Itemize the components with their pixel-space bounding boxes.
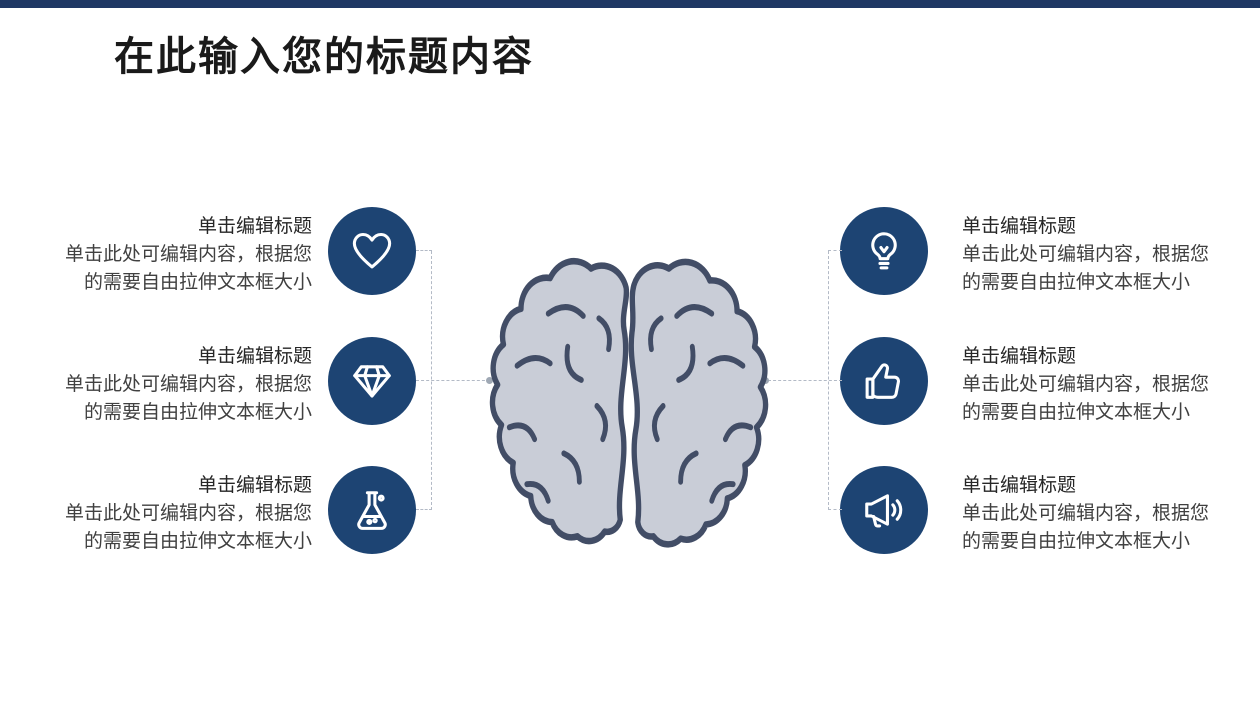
accent-topbar	[0, 0, 1260, 8]
item-title: 单击编辑标题	[962, 475, 1077, 496]
item-body: 单击此处可编辑内容，根据您的需要自由拉伸文本框大小	[962, 374, 1210, 423]
item-body: 单击此处可编辑内容，根据您的需要自由拉伸文本框大小	[64, 244, 312, 293]
info-item-left-3: 单击编辑标题 单击此处可编辑内容，根据您的需要自由拉伸文本框大小	[56, 472, 312, 556]
item-title: 单击编辑标题	[962, 216, 1077, 237]
connector-left-top	[416, 250, 432, 251]
item-badge	[328, 207, 416, 295]
connector-right-top	[828, 250, 842, 251]
item-badge	[840, 466, 928, 554]
flask-icon	[349, 487, 395, 533]
connector-left-middle	[416, 380, 490, 381]
page-title: 在此输入您的标题内容	[114, 35, 534, 79]
connector-right-bottom	[828, 509, 842, 510]
thumbs-up-icon	[861, 358, 907, 404]
item-title: 单击编辑标题	[197, 475, 312, 496]
item-title: 单击编辑标题	[197, 346, 312, 367]
item-body: 单击此处可编辑内容，根据您的需要自由拉伸文本框大小	[64, 374, 312, 423]
item-badge	[328, 337, 416, 425]
item-badge	[840, 207, 928, 295]
info-item-right-3: 单击编辑标题 单击此处可编辑内容，根据您的需要自由拉伸文本框大小	[962, 472, 1218, 556]
item-title: 单击编辑标题	[197, 216, 312, 237]
brain-illustration	[489, 257, 769, 548]
item-title: 单击编辑标题	[962, 346, 1077, 367]
diamond-icon	[349, 358, 395, 404]
item-body: 单击此处可编辑内容，根据您的需要自由拉伸文本框大小	[962, 503, 1210, 552]
info-item-left-2: 单击编辑标题 单击此处可编辑内容，根据您的需要自由拉伸文本框大小	[56, 343, 312, 427]
item-body: 单击此处可编辑内容，根据您的需要自由拉伸文本框大小	[962, 244, 1210, 293]
info-item-right-1: 单击编辑标题 单击此处可编辑内容，根据您的需要自由拉伸文本框大小	[962, 213, 1218, 297]
heart-icon	[349, 228, 395, 274]
item-body: 单击此处可编辑内容，根据您的需要自由拉伸文本框大小	[64, 503, 312, 552]
connector-left-bottom	[416, 509, 432, 510]
item-badge	[840, 337, 928, 425]
connector-right-middle	[768, 380, 842, 381]
info-item-left-1: 单击编辑标题 单击此处可编辑内容，根据您的需要自由拉伸文本框大小	[56, 213, 312, 297]
info-item-right-2: 单击编辑标题 单击此处可编辑内容，根据您的需要自由拉伸文本框大小	[962, 343, 1218, 427]
megaphone-icon	[861, 487, 907, 533]
lightbulb-icon	[861, 228, 907, 274]
item-badge	[328, 466, 416, 554]
connector-dot-left	[486, 377, 493, 384]
